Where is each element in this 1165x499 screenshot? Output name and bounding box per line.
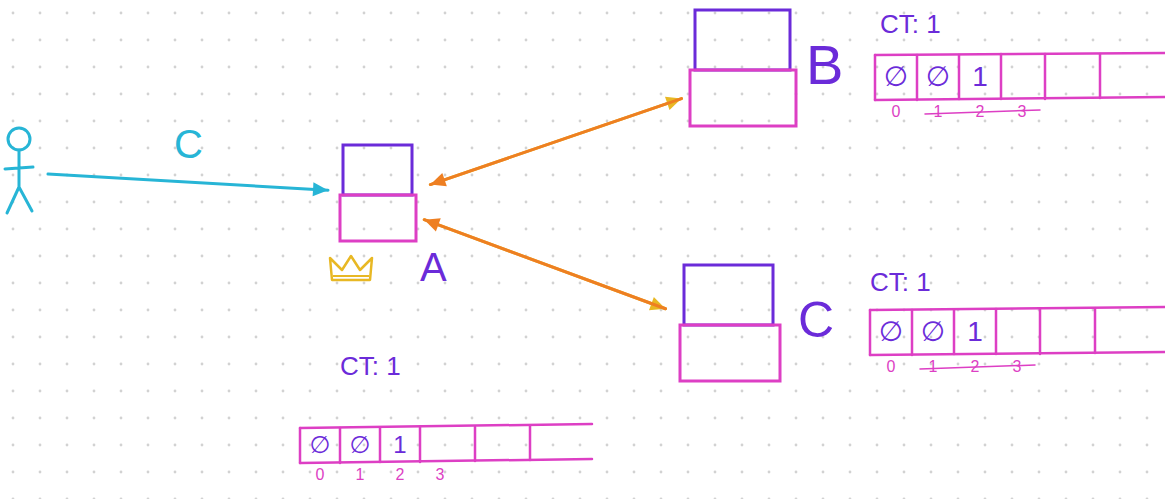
server-icon [678,263,782,383]
arrow-head [313,182,328,196]
message-arrow [424,220,665,310]
server-name: C [798,293,834,348]
arrow-head [424,218,440,231]
log-index: 3 [996,358,1038,376]
log-index: 0 [300,466,340,484]
log-entry: 1 [959,55,1001,100]
server-base [680,325,780,381]
stick-figure [2,125,38,220]
client-figure [2,125,38,220]
log-index: 1 [912,358,954,376]
log-entry: 1 [380,428,420,463]
log-index: 0 [870,358,912,376]
server-name: A [420,245,447,289]
term-label: CT: 1 [870,268,931,297]
server-icon [338,143,418,243]
leader-crown [330,256,372,280]
log-array [300,424,592,463]
server-top [343,145,412,195]
log-index: 2 [959,103,1001,121]
message-arrow [424,218,665,308]
message-arrow [48,174,328,196]
term-label: CT: 1 [880,10,941,39]
server-icon [688,8,798,128]
server-top [695,10,790,70]
server-top [684,265,773,325]
log-entry: ∅ [870,310,912,355]
figure-body [5,150,33,213]
log-index: 1 [340,466,380,484]
log-index: 3 [1001,103,1043,121]
figure-head [8,128,30,150]
log-entry: 1 [954,310,996,355]
log-entry: ∅ [340,428,380,463]
log-index: 2 [954,358,996,376]
server-node: A [338,143,418,243]
log-index: 3 [420,466,460,484]
arrow-line [424,220,665,309]
server-base [340,195,416,241]
arrow-line [430,99,681,185]
log-entry: ∅ [875,55,917,100]
log-entry: ∅ [917,55,959,100]
message-arrow [430,99,681,187]
log-entry: ∅ [300,428,340,463]
server-node: C [678,263,782,383]
leader-crown-band [333,275,369,277]
edge-label: C [174,122,203,166]
server-name: B [806,34,843,96]
arrow-line [424,220,665,309]
server-base [690,70,796,126]
arrow-line [48,174,328,190]
log-index: 0 [875,103,917,121]
arrow-head [430,173,446,186]
log-index: 2 [380,466,420,484]
server-node: B [688,8,798,128]
term-label: CT: 1 [340,352,401,381]
arrow-line [430,99,681,185]
log-entry: ∅ [912,310,954,355]
message-arrow [430,97,681,185]
log-index: 1 [917,103,959,121]
